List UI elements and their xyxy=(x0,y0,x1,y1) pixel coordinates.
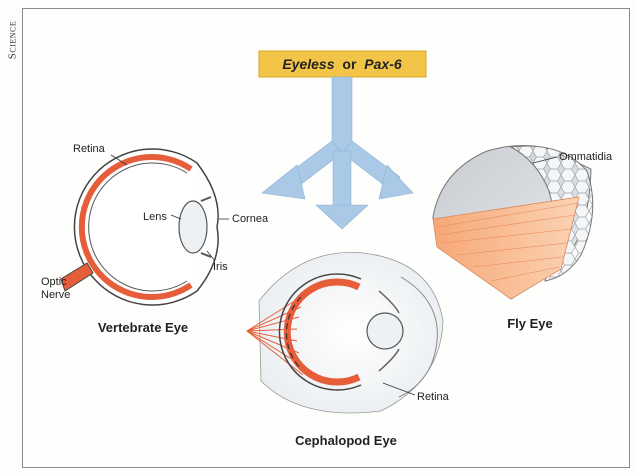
gene-pax6: Pax-6 xyxy=(364,56,402,72)
arrow-down-head xyxy=(316,205,368,229)
vertebrate-lens xyxy=(179,201,207,253)
gene-eyeless: Eyeless xyxy=(282,56,334,72)
gene-connector: or xyxy=(342,56,357,72)
eye-evolution-diagram: Eyeless or Pax-6 xyxy=(23,9,629,467)
journal-side-label: Science xyxy=(4,10,20,70)
branching-arrows xyxy=(262,77,413,229)
gene-banner: Eyeless or Pax-6 xyxy=(259,51,426,77)
caption-vertebrate-eye: Vertebrate Eye xyxy=(98,320,188,335)
label-ceph-retina: Retina xyxy=(417,391,450,403)
label-retina: Retina xyxy=(73,143,106,155)
label-optic: Optic xyxy=(41,276,67,288)
cephalopod-lens xyxy=(367,313,403,349)
arrow-down-shaft xyxy=(333,151,351,207)
gene-banner-text: Eyeless or Pax-6 xyxy=(282,56,402,72)
vertebrate-eye-illustration: Retina Lens Cornea Iris Optic Nerve Vert… xyxy=(41,143,269,335)
cephalopod-eye-illustration: Retina Cephalopod Eye xyxy=(247,252,450,448)
caption-fly-eye: Fly Eye xyxy=(507,316,553,331)
label-ommatidia: Ommatidia xyxy=(559,151,613,163)
journal-name: Science xyxy=(6,21,18,60)
label-iris: Iris xyxy=(213,261,228,273)
fly-eye-illustration: Ommatidia Fly Eye xyxy=(433,145,613,331)
label-cornea: Cornea xyxy=(232,213,269,225)
figure-frame: Eyeless or Pax-6 xyxy=(22,8,630,468)
caption-cephalopod-eye: Cephalopod Eye xyxy=(295,433,397,448)
label-nerve: Nerve xyxy=(41,289,70,301)
label-lens: Lens xyxy=(143,211,167,223)
